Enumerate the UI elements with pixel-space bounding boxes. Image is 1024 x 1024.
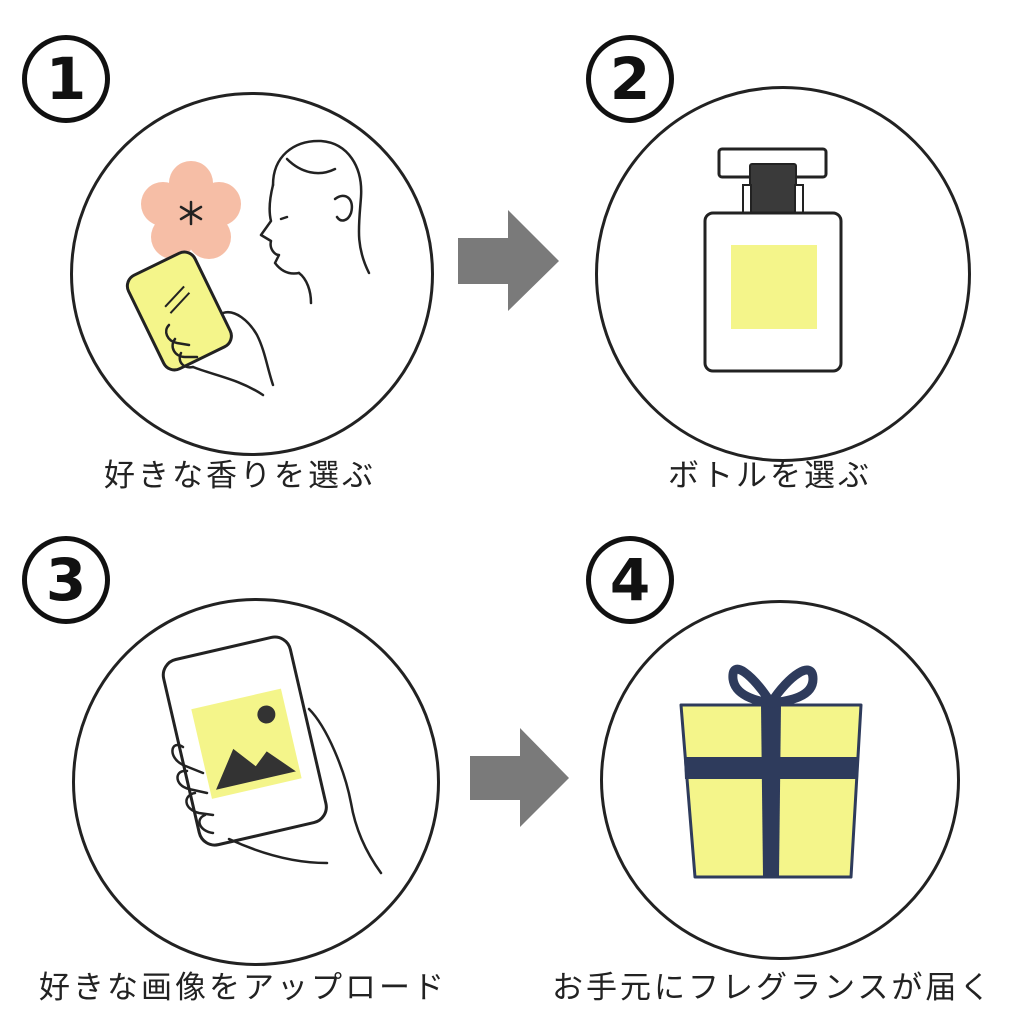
- hand-phone-image-icon: [161, 635, 383, 875]
- gift-box-icon: [679, 664, 863, 879]
- step-1-number-text: 1: [45, 45, 87, 113]
- flower-icon: [141, 161, 241, 259]
- step-4-number-text: 4: [609, 546, 651, 614]
- step-3-caption: 好きな画像をアップロード: [39, 970, 447, 1006]
- arrow-right-icon: [470, 728, 570, 828]
- perfume-bottle-icon: [703, 147, 843, 373]
- step-4-number: 4: [586, 536, 674, 624]
- step-3-number: 3: [22, 536, 110, 624]
- person-flower-phone-icon: [125, 139, 371, 397]
- step-2-number: 2: [586, 35, 674, 123]
- step-1-number: 1: [22, 35, 110, 123]
- step-4-caption: お手元にフレグランスが届く: [552, 970, 994, 1006]
- step-1-circle: [70, 92, 434, 456]
- arrow-right-icon: [458, 210, 560, 312]
- step-2-caption: ボトルを選ぶ: [668, 458, 872, 494]
- step-3-circle: [72, 598, 440, 966]
- step-2-circle: [595, 86, 971, 462]
- step-2-number-text: 2: [609, 45, 651, 113]
- step-3-number-text: 3: [45, 546, 87, 614]
- step-4-circle: [600, 600, 960, 960]
- step-1-caption: 好きな香りを選ぶ: [104, 458, 376, 494]
